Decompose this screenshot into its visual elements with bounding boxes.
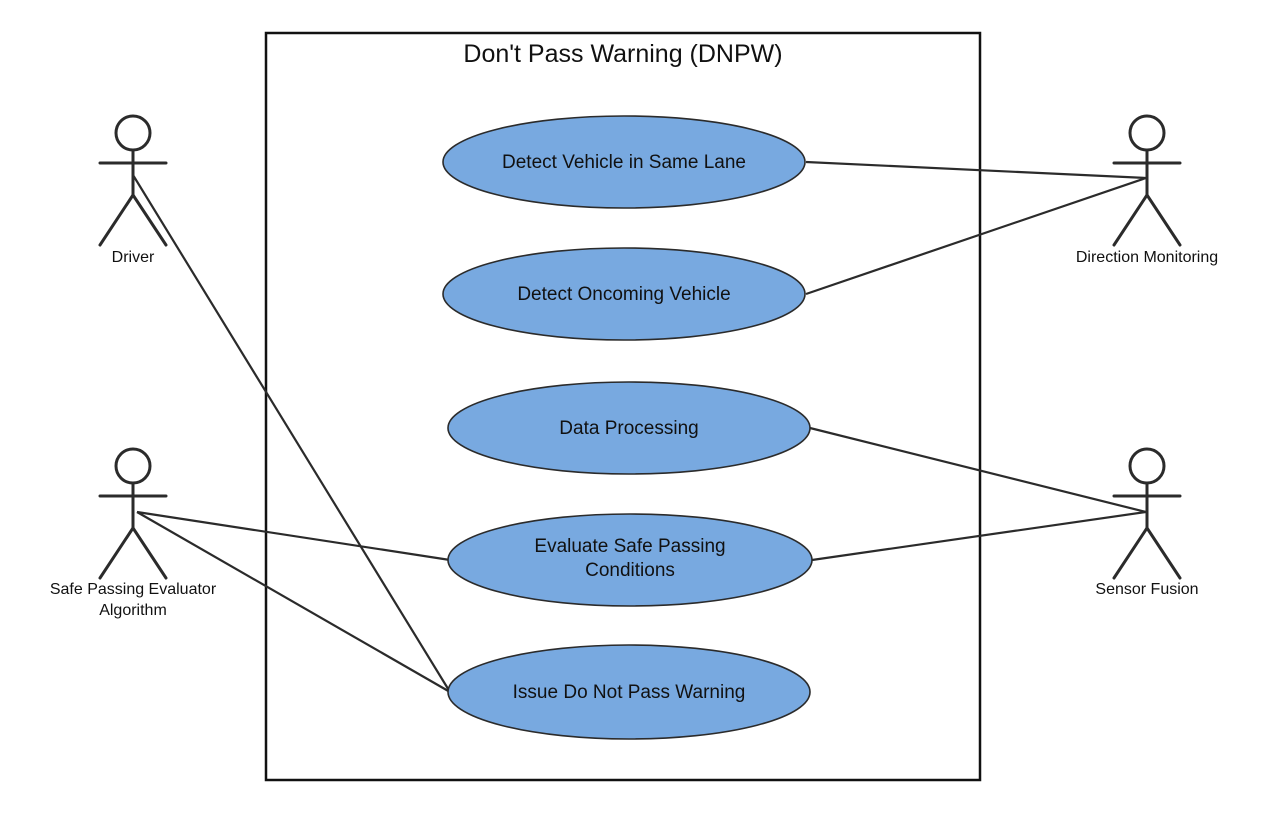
use-case-issue-warning[interactable]: Issue Do Not Pass Warning (447, 644, 811, 740)
association-evaluate-sensor (811, 510, 1147, 562)
use-case-evaluate-safe-passing[interactable]: Evaluate Safe Passing Conditions (447, 513, 813, 607)
association-data-processing-sensor (809, 426, 1147, 514)
use-case-detect-oncoming[interactable]: Detect Oncoming Vehicle (442, 247, 806, 341)
stick-figure-icon (98, 447, 168, 580)
use-case-label: Detect Oncoming Vehicle (517, 284, 730, 305)
actor-driver[interactable]: Driver (98, 114, 168, 266)
associations (132, 160, 1147, 693)
use-case-ellipse (442, 115, 806, 209)
use-case-detect-same-lane[interactable]: Detect Vehicle in Same Lane (442, 115, 806, 209)
use-case-label: Issue Do Not Pass Warning (513, 682, 746, 703)
use-case-ellipse (447, 513, 813, 607)
use-case-data-processing[interactable]: Data Processing (447, 381, 811, 475)
actor-label-line1: Safe Passing Evaluator (50, 581, 217, 598)
association-evaluator-issue-warning (136, 511, 451, 693)
use-case-label: Data Processing (559, 418, 698, 439)
actor-label-line2: Algorithm (99, 602, 167, 619)
use-case-label-line2: Conditions (585, 560, 675, 581)
use-case-ellipse (447, 381, 811, 475)
actor-direction-monitoring[interactable]: Direction Monitoring (1076, 114, 1218, 266)
actor-label: Driver (112, 249, 155, 266)
use-case-ellipse (447, 644, 811, 740)
actor-sensor-fusion[interactable]: Sensor Fusion (1095, 447, 1199, 598)
association-oncoming-direction (805, 176, 1147, 296)
use-case-ellipse (442, 247, 806, 341)
actor-label: Sensor Fusion (1095, 581, 1198, 598)
use-case-label: Detect Vehicle in Same Lane (502, 152, 746, 173)
stick-figure-icon (1112, 447, 1182, 580)
system-title: Don't Pass Warning (DNPW) (463, 40, 782, 68)
association-driver-issue-warning (132, 174, 451, 693)
stick-figure-icon (98, 114, 168, 247)
use-case-label-line1: Evaluate Safe Passing (534, 536, 725, 557)
association-evaluator-evaluate (136, 510, 451, 562)
actor-label: Direction Monitoring (1076, 249, 1218, 266)
actor-safe-passing-evaluator[interactable]: Safe Passing Evaluator Algorithm (50, 447, 217, 619)
association-same-lane-direction (805, 160, 1147, 180)
stick-figure-icon (1112, 114, 1182, 247)
